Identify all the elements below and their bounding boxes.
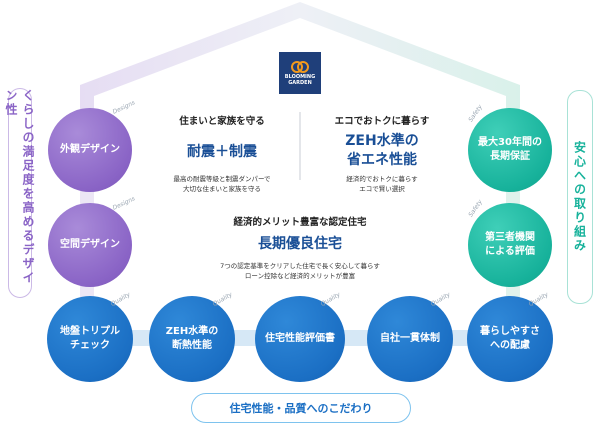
logo-text-line2: GARDEN <box>288 80 312 86</box>
circle-long-warranty: 最大30年間の 長期保証 <box>468 108 552 192</box>
circle-label: ZEH水準の 断熱性能 <box>165 325 219 352</box>
circle-label: 第三者機関 による評価 <box>485 231 535 258</box>
circle-exterior-design: 外観デザイン <box>48 108 132 192</box>
blooming-garden-logo: BLOOMING GARDEN <box>279 52 321 94</box>
roof-left <box>80 2 300 132</box>
feature-right-text: 経済的でおトクに暮らす エコで賢い選択 <box>346 175 418 194</box>
circle-livability: 暮らしやすさ への配慮 <box>467 296 553 382</box>
feature-left-title: 耐震＋制震 <box>187 144 257 160</box>
circle-space-design: 空間デザイン <box>48 203 132 287</box>
circle-label: 地盤トリプル チェック <box>60 325 120 352</box>
right-vertical-label-text: 安心への取り組み <box>572 141 587 253</box>
feature-left-heading: 住まいと家族を守る <box>179 116 265 127</box>
feature-center-text: 7つの認定基準をクリアした住宅で長く安心して暮らす ローン控除など経済的メリット… <box>220 262 380 281</box>
circle-label: 住宅性能評価書 <box>265 332 335 344</box>
circle-third-party-evaluation: 第三者機関 による評価 <box>468 203 552 287</box>
circle-ground-check: 地盤トリプル チェック <box>47 296 133 382</box>
feature-left-text: 最高の耐震等級と制震ダンパーで 大切な住まいと家族を守る <box>173 175 271 194</box>
feature-center-title: 長期優良住宅 <box>258 236 342 252</box>
circle-in-house-system: 自社一貫体制 <box>367 296 453 382</box>
circle-performance-report: 住宅性能評価書 <box>255 296 345 382</box>
circle-zeh-insulation: ZEH水準の 断熱性能 <box>149 296 235 382</box>
feature-right-title: ZEH水準の 省エネ性能 <box>345 133 419 168</box>
feature-right-heading: エコでおトクに暮らす <box>334 116 430 127</box>
left-vertical-label-text: くらしの満足度を高めるデザイン性 <box>4 89 35 285</box>
left-vertical-label: くらしの満足度を高めるデザイン性 <box>4 88 35 298</box>
right-vertical-label: 安心への取り組み <box>567 90 593 304</box>
circle-label: 外観デザイン <box>60 143 120 155</box>
circle-label: 暮らしやすさ への配慮 <box>480 325 540 352</box>
quality-commitment-pill: 住宅性能・品質へのこだわり <box>191 393 411 423</box>
circle-label: 最大30年間の 長期保証 <box>478 136 542 163</box>
roof-right <box>300 2 520 132</box>
circle-label: 空間デザイン <box>60 238 120 250</box>
circle-label: 自社一貫体制 <box>380 332 440 344</box>
logo-mark-icon <box>291 61 309 73</box>
feature-center-heading: 経済的メリット豊富な認定住宅 <box>233 217 367 228</box>
quality-commitment-text: 住宅性能・品質へのこだわり <box>229 402 373 415</box>
logo-text-line1: BLOOMING <box>284 74 316 80</box>
